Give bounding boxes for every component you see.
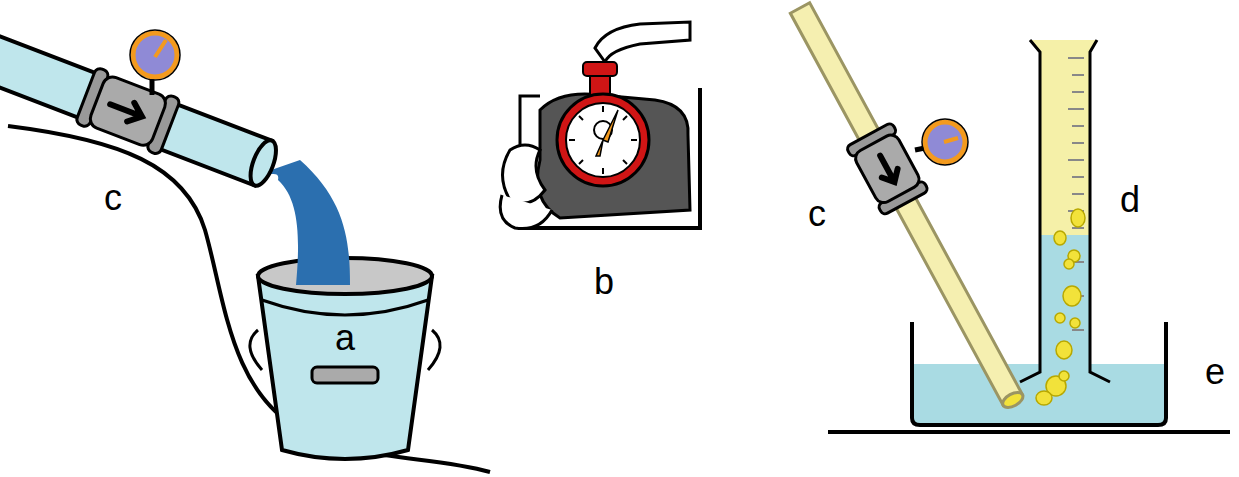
pipe <box>0 23 283 194</box>
part-label: b <box>594 264 614 300</box>
part-label: c <box>808 196 826 232</box>
part-label: e <box>1205 354 1225 390</box>
part-label: a <box>335 320 355 356</box>
delivery-tube <box>777 0 1038 418</box>
pressure-gauge <box>130 30 180 95</box>
cable <box>8 126 490 472</box>
bucket <box>250 258 440 459</box>
measuring-cylinder <box>1020 40 1110 405</box>
pressure-gauge <box>915 119 968 165</box>
stopwatch <box>500 22 700 229</box>
part-label: c <box>104 180 122 216</box>
part-label: d <box>1120 182 1140 218</box>
